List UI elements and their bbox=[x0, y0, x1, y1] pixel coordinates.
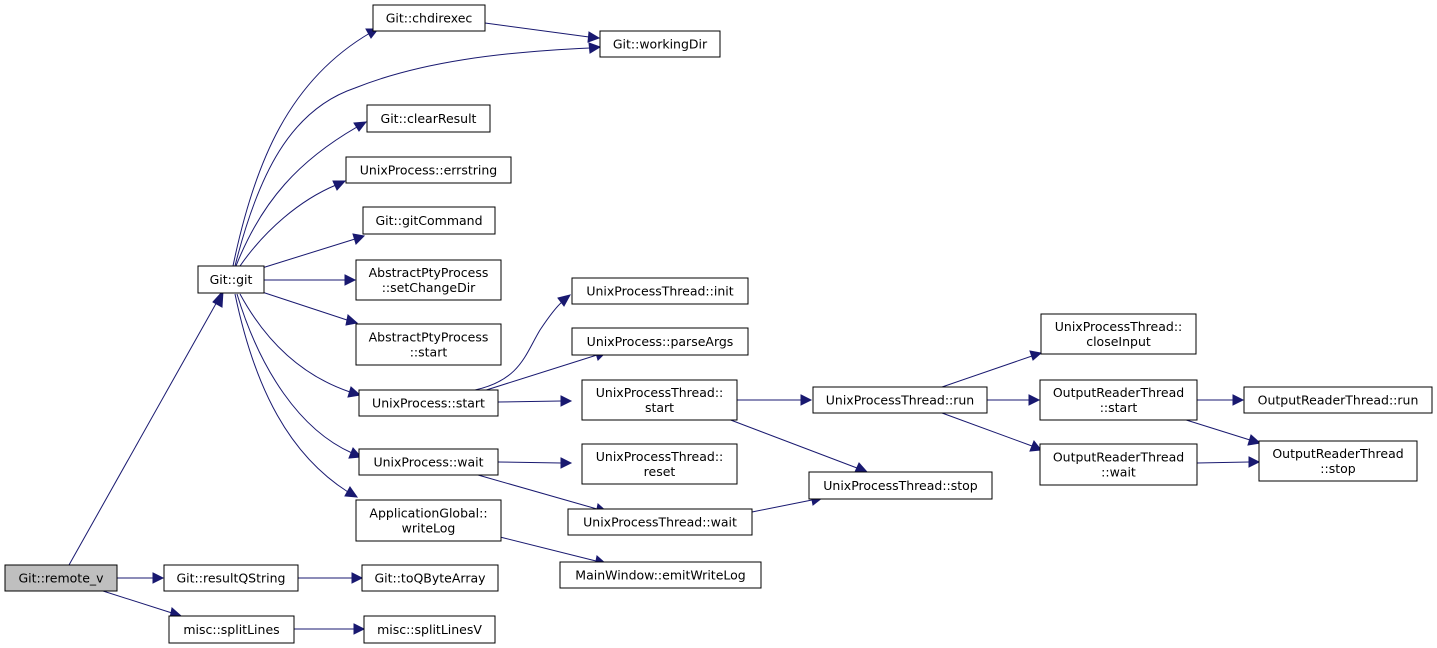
node-git-git[interactable]: Git::git bbox=[197, 265, 265, 294]
edge-upwait-to-uptreset bbox=[497, 457, 573, 469]
edge-git-to-gitcommand bbox=[261, 233, 366, 269]
node-abstractptyprocess-setchangedir[interactable]: AbstractPtyProcess::setChangeDir bbox=[355, 259, 502, 301]
edge-uptstart-to-uptstop bbox=[727, 418, 869, 473]
node-mainwindow-emitwritelog[interactable]: MainWindow::emitWriteLog bbox=[559, 561, 762, 589]
node-git-clearresult[interactable]: Git::clearResult bbox=[366, 104, 491, 133]
edge-upstart-to-uptstart bbox=[497, 395, 573, 407]
node-label-line: AbstractPtyProcess bbox=[369, 265, 489, 280]
edge-ortstart-to-ortrun bbox=[1197, 394, 1245, 406]
edge-chdirexec-to-workingdir bbox=[484, 22, 601, 43]
node-unixprocess-errstring[interactable]: UnixProcess::errstring bbox=[345, 156, 512, 184]
node-label-line: ApplicationGlobal:: bbox=[369, 506, 487, 521]
edge-splitlines-to-splitlinesv bbox=[294, 623, 366, 635]
edge-git-to-clearresult bbox=[235, 121, 368, 267]
nodes-layer: Git::remote_v Git::git Git::resultQStrin… bbox=[4, 4, 1433, 644]
node-git-toqbytearray[interactable]: Git::toQByteArray bbox=[361, 564, 499, 592]
edge-git-to-setchangedir bbox=[264, 274, 357, 286]
node-git-workingdir[interactable]: Git::workingDir bbox=[599, 30, 721, 58]
node-unixprocessthread-closeinput[interactable]: UnixProcessThread::closeInput bbox=[1040, 313, 1197, 355]
node-unixprocessthread-init[interactable]: UnixProcessThread::init bbox=[571, 277, 749, 305]
node-git-remote-v[interactable]: Git::remote_v bbox=[4, 564, 118, 592]
node-label-line: UnixProcess::wait bbox=[373, 455, 483, 470]
node-git-resultqstring[interactable]: Git::resultQString bbox=[163, 564, 299, 592]
edge-uptrun-to-closeinput bbox=[941, 350, 1043, 388]
edge-remote-v-to-resultqstring bbox=[117, 572, 165, 584]
node-label-line: reset bbox=[644, 464, 676, 479]
node-label-line: ::setChangeDir bbox=[382, 280, 476, 295]
node-outputreaderthread-stop[interactable]: OutputReaderThread::stop bbox=[1258, 440, 1418, 482]
node-label-line: misc::splitLines bbox=[183, 622, 279, 637]
node-outputreaderthread-wait[interactable]: OutputReaderThread::wait bbox=[1039, 443, 1198, 486]
node-label-line: UnixProcessThread:: bbox=[596, 385, 724, 400]
edge-git-to-chdirexec bbox=[232, 28, 380, 267]
node-label-line: misc::splitLinesV bbox=[377, 622, 482, 637]
node-git-chdirexec[interactable]: Git::chdirexec bbox=[372, 4, 486, 32]
node-label-line: Git::gitCommand bbox=[375, 213, 482, 228]
edge-resultqstring-to-toqbytearray bbox=[298, 572, 364, 584]
edge-remote-v-to-git bbox=[68, 289, 224, 566]
node-label-line: Git::toQByteArray bbox=[374, 571, 486, 586]
node-label-line: ::stop bbox=[1320, 461, 1355, 476]
edge-git-to-upwait bbox=[236, 293, 363, 459]
edge-git-to-aptstart bbox=[261, 291, 359, 326]
node-unixprocessthread-start[interactable]: UnixProcessThread::start bbox=[581, 379, 738, 421]
edge-git-to-upstart bbox=[239, 293, 362, 398]
node-unixprocessthread-stop[interactable]: UnixProcessThread::stop bbox=[808, 471, 993, 500]
edge-git-to-workingdir bbox=[234, 42, 602, 267]
edge-git-to-writelog bbox=[234, 293, 359, 498]
edge-git-to-errstring bbox=[239, 180, 347, 267]
node-unixprocess-start[interactable]: UnixProcess::start bbox=[358, 389, 499, 417]
node-label-line: AbstractPtyProcess bbox=[369, 330, 489, 345]
edge-uptrun-to-ortstart bbox=[987, 394, 1041, 406]
edges-layer bbox=[68, 22, 1262, 635]
node-label-line: closeInput bbox=[1086, 334, 1151, 349]
node-label-line: UnixProcess::parseArgs bbox=[587, 334, 734, 349]
node-label-line: UnixProcessThread::stop bbox=[823, 478, 978, 493]
node-unixprocess-parseargs[interactable]: UnixProcess::parseArgs bbox=[571, 327, 749, 356]
node-unixprocessthread-reset[interactable]: UnixProcessThread::reset bbox=[581, 443, 738, 485]
node-git-gitcommand[interactable]: Git::gitCommand bbox=[362, 206, 496, 235]
node-label-line: writeLog bbox=[402, 521, 456, 536]
node-label-line: ::start bbox=[410, 345, 448, 360]
node-unixprocessthread-wait[interactable]: UnixProcessThread::wait bbox=[567, 508, 753, 536]
node-label-line: UnixProcessThread::init bbox=[586, 284, 733, 299]
edge-ortstart-to-ortstop bbox=[1182, 418, 1262, 446]
node-label-line: OutputReaderThread bbox=[1053, 450, 1184, 465]
node-label-line: Git::git bbox=[210, 272, 253, 287]
edge-uptstart-to-uptrun bbox=[737, 394, 813, 406]
node-label-line: Git::chdirexec bbox=[386, 11, 473, 26]
node-label-line: Git::resultQString bbox=[177, 571, 286, 586]
node-label-line: UnixProcessThread::wait bbox=[583, 515, 737, 530]
node-label-line: OutputReaderThread::run bbox=[1258, 393, 1419, 408]
edge-remote-v-to-splitlines bbox=[102, 590, 183, 619]
node-label-line: UnixProcess::start bbox=[372, 396, 485, 411]
node-label-line: UnixProcessThread:: bbox=[1055, 319, 1183, 334]
node-label-line: Git::clearResult bbox=[381, 111, 477, 126]
node-applicationglobal-writelog[interactable]: ApplicationGlobal::writeLog bbox=[355, 499, 502, 542]
node-unixprocess-wait[interactable]: UnixProcess::wait bbox=[358, 448, 499, 476]
node-label-line: Git::remote_v bbox=[18, 571, 104, 586]
node-misc-splitlines[interactable]: misc::splitLines bbox=[168, 615, 295, 644]
node-label-line: MainWindow::emitWriteLog bbox=[575, 568, 745, 583]
edge-ortwait-to-ortstop bbox=[1196, 456, 1261, 468]
node-label-line: start bbox=[645, 400, 674, 415]
node-outputreaderthread-start[interactable]: OutputReaderThread::start bbox=[1039, 379, 1198, 421]
node-unixprocessthread-run[interactable]: UnixProcessThread::run bbox=[812, 386, 988, 414]
edge-upstart-to-uptinit bbox=[474, 294, 571, 391]
node-misc-splitlinesv[interactable]: misc::splitLinesV bbox=[363, 615, 496, 644]
node-outputreaderthread-run[interactable]: OutputReaderThread::run bbox=[1243, 386, 1433, 414]
node-label-line: ::wait bbox=[1101, 465, 1136, 480]
node-abstractptyprocess-start[interactable]: AbstractPtyProcess::start bbox=[355, 323, 502, 366]
node-label-line: UnixProcessThread:: bbox=[596, 449, 724, 464]
node-label-line: OutputReaderThread bbox=[1053, 385, 1184, 400]
node-label-line: ::start bbox=[1100, 400, 1138, 415]
node-label-line: UnixProcess::errstring bbox=[360, 163, 497, 178]
node-label-line: UnixProcessThread::run bbox=[826, 393, 974, 408]
node-label-line: Git::workingDir bbox=[613, 37, 708, 52]
node-label-line: OutputReaderThread bbox=[1272, 446, 1403, 461]
edge-uptrun-to-ortwait bbox=[941, 412, 1042, 452]
